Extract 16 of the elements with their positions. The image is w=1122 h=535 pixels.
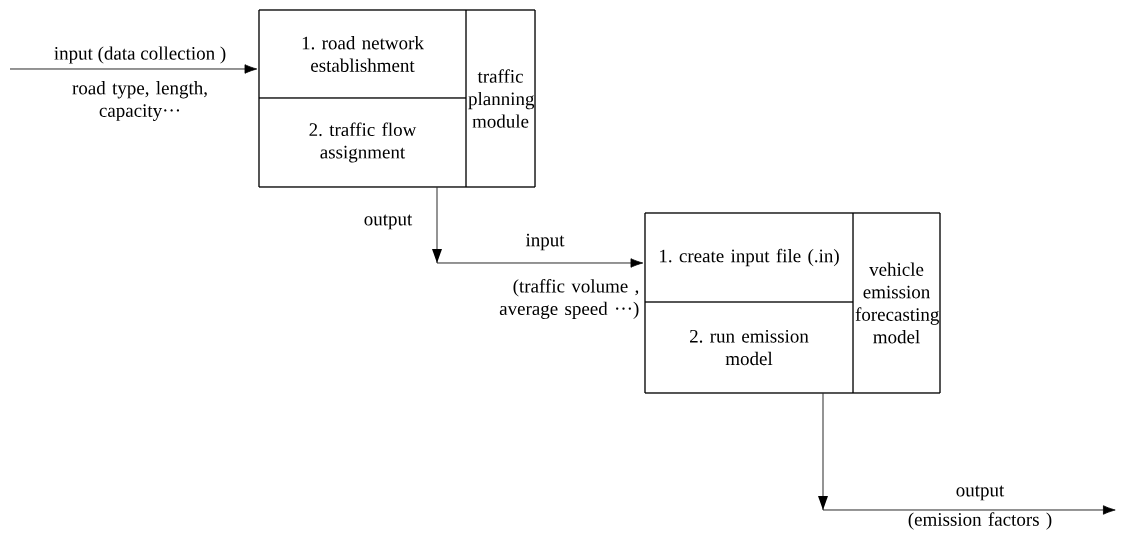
edge-label: output xyxy=(956,485,1005,501)
edge-label: input xyxy=(525,233,565,251)
module-label: vehicle emission forecasting model xyxy=(852,212,941,394)
flow-note: road type, length, capacity··· xyxy=(72,81,207,121)
flow-note: (emission factors ) xyxy=(908,512,1052,530)
step-cell: 2. traffic flow assignment xyxy=(258,97,467,188)
step-cell: 1. road network establishment xyxy=(258,9,467,99)
step-cell: 1. create input file (.in) xyxy=(644,212,854,303)
module-label: traffic planning module xyxy=(465,9,536,188)
arrow xyxy=(9,64,258,74)
arrow xyxy=(818,393,1116,515)
step-cell: 2. run emission model xyxy=(644,301,854,394)
edge-label: input (data collection ) xyxy=(54,46,226,64)
flow-note: output xyxy=(364,214,413,230)
arrow xyxy=(432,187,644,268)
flow-note: (traffic volume , average speed ···) xyxy=(499,279,639,319)
